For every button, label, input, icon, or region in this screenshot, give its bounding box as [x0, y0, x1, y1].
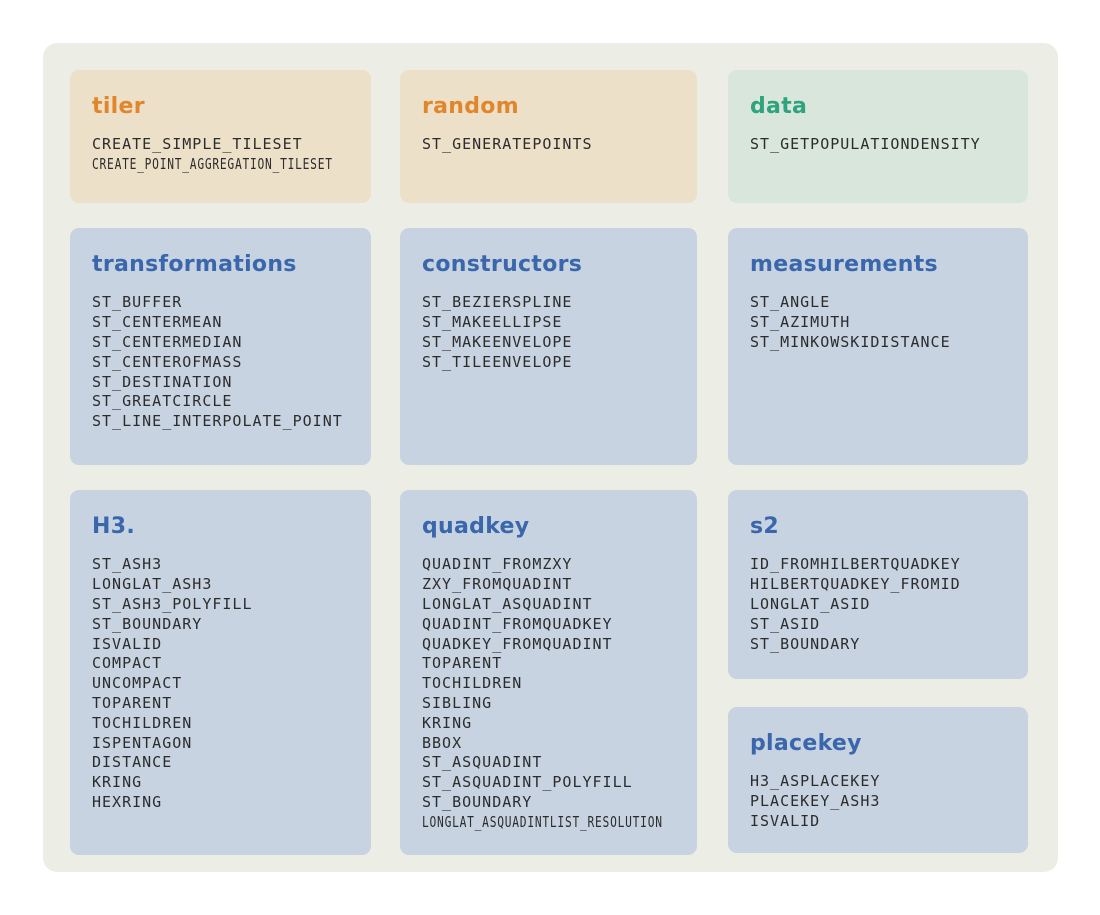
- function-item: ST_BOUNDARY: [750, 634, 861, 653]
- function-item: ST_ASH3: [92, 555, 163, 574]
- function-item: H3_ASPLACEKEY: [750, 772, 881, 791]
- function-item: ST_BOUNDARY: [92, 614, 203, 633]
- function-item: HEXRING: [92, 792, 163, 811]
- function-item: ST_AZIMUTH: [750, 313, 851, 332]
- function-list: ST_GETPOPULATIONDENSITY: [750, 135, 1006, 155]
- card-title-h3: H3.: [92, 514, 135, 539]
- card-title-quadkey: quadkey: [422, 514, 530, 539]
- function-item: TOPARENT: [92, 693, 173, 712]
- function-item: ID_FROMHILBERTQUADKEY: [750, 555, 961, 574]
- function-item: LONGLAT_ASID: [750, 594, 871, 613]
- card-title-data: data: [750, 94, 808, 119]
- card-title-measurements: measurements: [750, 252, 938, 277]
- function-item: QUADKEY_FROMQUADINT: [422, 634, 613, 653]
- function-item: ST_GREATCIRCLE: [92, 392, 233, 411]
- card-random: random ST_GENERATEPOINTS: [400, 70, 697, 203]
- function-item: ST_ASQUADINT_POLYFILL: [422, 773, 633, 792]
- function-item: BBOX: [422, 733, 463, 752]
- function-item: SIBLING: [422, 693, 493, 712]
- function-item: KRING: [422, 713, 473, 732]
- function-item: ST_CENTERMEDIAN: [92, 332, 243, 351]
- card-title-tiler: tiler: [92, 94, 145, 119]
- function-item: ST_DESTINATION: [92, 372, 233, 391]
- card-title-s2: s2: [750, 514, 780, 539]
- function-item: ST_CENTEROFMASS: [92, 352, 243, 371]
- function-item: ST_BOUNDARY: [422, 792, 533, 811]
- function-item: ZXY_FROMQUADINT: [422, 575, 573, 594]
- function-item: ST_ASID: [750, 614, 821, 633]
- function-item: TOCHILDREN: [92, 713, 193, 732]
- function-item: ISPENTAGON: [92, 733, 193, 752]
- function-item: COMPACT: [92, 654, 163, 673]
- function-item: CREATE_POINT_AGGREGATION_TILESET: [92, 155, 333, 174]
- function-item: TOPARENT: [422, 654, 503, 673]
- card-title-placekey: placekey: [750, 731, 862, 756]
- function-item: ST_MAKEENVELOPE: [422, 332, 573, 351]
- function-item: LONGLAT_ASQUADINTLIST_RESOLUTION: [422, 812, 663, 831]
- function-item: QUADINT_FROMZXY: [422, 555, 573, 574]
- card-title-transformations: transformations: [92, 252, 297, 277]
- function-item: ST_GETPOPULATIONDENSITY: [750, 135, 981, 154]
- function-item: LONGLAT_ASH3: [92, 575, 213, 594]
- card-title-random: random: [422, 94, 519, 119]
- function-item: PLACEKEY_ASH3: [750, 792, 881, 811]
- function-item: ISVALID: [92, 634, 163, 653]
- function-item: ST_BUFFER: [92, 293, 183, 312]
- function-item: ST_LINE_INTERPOLATE_POINT: [92, 412, 343, 431]
- function-item: KRING: [92, 773, 143, 792]
- function-item: QUADINT_FROMQUADKEY: [422, 614, 613, 633]
- function-item: ST_ANGLE: [750, 293, 831, 312]
- function-list: ST_GENERATEPOINTS: [422, 135, 675, 155]
- function-item: ISVALID: [750, 811, 821, 830]
- function-item: ST_BEZIERSPLINE: [422, 293, 573, 312]
- function-item: LONGLAT_ASQUADINT: [422, 594, 593, 613]
- function-item: ST_GENERATEPOINTS: [422, 135, 593, 154]
- function-item: HILBERTQUADKEY_FROMID: [750, 575, 961, 594]
- function-item: TOCHILDREN: [422, 674, 523, 693]
- function-item: UNCOMPACT: [92, 674, 183, 693]
- function-item: ST_MINKOWSKIDISTANCE: [750, 332, 951, 351]
- function-item: ST_ASQUADINT: [422, 753, 543, 772]
- card-data: data ST_GETPOPULATIONDENSITY: [728, 70, 1028, 203]
- function-item: ST_CENTERMEAN: [92, 313, 223, 332]
- function-item: CREATE_SIMPLE_TILESET: [92, 135, 303, 154]
- function-item: ST_ASH3_POLYFILL: [92, 594, 253, 613]
- function-item: DISTANCE: [92, 753, 173, 772]
- function-item: ST_TILEENVELOPE: [422, 352, 573, 371]
- card-title-constructors: constructors: [422, 252, 583, 277]
- function-item: ST_MAKEELLIPSE: [422, 313, 563, 332]
